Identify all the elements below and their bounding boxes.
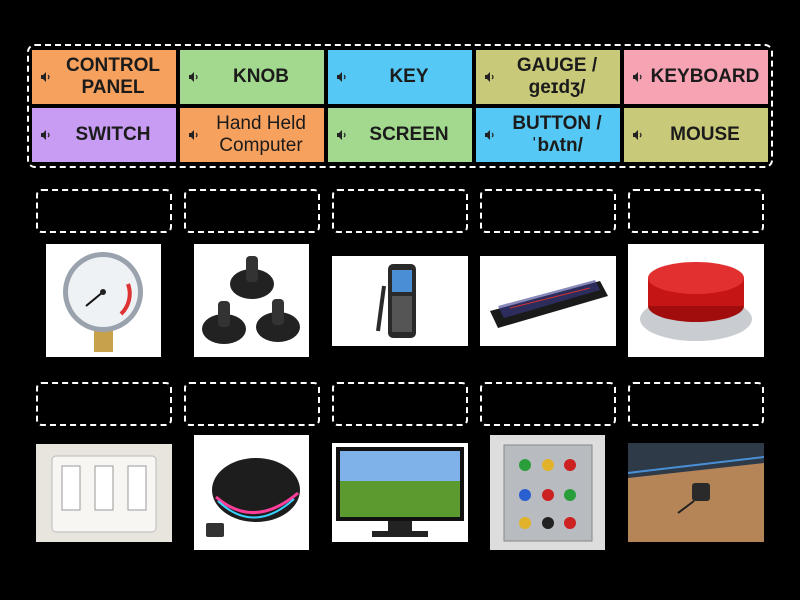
tile-label: KEYBOARD [650, 66, 760, 87]
tile-label: BUTTON /ˈbʌtn/ [512, 113, 602, 156]
light-switches-image [36, 444, 172, 542]
drop-slot-4[interactable] [480, 189, 616, 233]
tile-label: MOUSE [670, 124, 740, 145]
tile-label: KNOB [233, 66, 289, 87]
monitor-screen-image [332, 443, 468, 542]
mouse-image [194, 435, 309, 550]
tile-hand-held-computer[interactable]: Hand Held Computer [180, 108, 324, 162]
drop-slot-10[interactable] [628, 382, 764, 426]
tile-label: Hand Held Computer [216, 113, 306, 156]
drop-slot-7[interactable] [184, 382, 320, 426]
tile-label: GAUGE /ɡeɪdʒ/ [516, 55, 598, 98]
speaker-icon[interactable] [188, 71, 200, 83]
speaker-icon[interactable] [632, 129, 644, 141]
tile-label: SWITCH [75, 124, 151, 145]
tile-screen[interactable]: SCREEN [328, 108, 472, 162]
speaker-icon[interactable] [484, 129, 496, 141]
tile-label: CONTROL PANEL [66, 55, 160, 98]
drop-slot-2[interactable] [184, 189, 320, 233]
drop-slot-6[interactable] [36, 382, 172, 426]
drop-slot-3[interactable] [332, 189, 468, 233]
keyboard-image [480, 256, 616, 346]
red-button-image [628, 244, 764, 357]
tile-key[interactable]: KEY [328, 50, 472, 104]
tile-knob[interactable]: KNOB [180, 50, 324, 104]
drop-slot-9[interactable] [480, 382, 616, 426]
tile-switch[interactable]: SWITCH [32, 108, 176, 162]
speaker-icon[interactable] [188, 129, 200, 141]
speaker-icon[interactable] [336, 71, 348, 83]
tile-mouse[interactable]: MOUSE [624, 108, 768, 162]
tile-label: KEY [389, 66, 429, 87]
speaker-icon[interactable] [40, 71, 52, 83]
tile-button[interactable]: BUTTON /ˈbʌtn/ [476, 108, 620, 162]
word-bank [27, 44, 773, 168]
control-panel-image [490, 435, 605, 550]
tile-control-panel[interactable]: CONTROL PANEL [32, 50, 176, 104]
speaker-icon[interactable] [484, 71, 496, 83]
drop-slot-1[interactable] [36, 189, 172, 233]
gauge-image [46, 244, 161, 357]
drop-slot-8[interactable] [332, 382, 468, 426]
knobs-image [194, 244, 309, 357]
handheld-computer-image [332, 256, 468, 346]
tile-label: SCREEN [369, 124, 449, 145]
drop-slot-5[interactable] [628, 189, 764, 233]
speaker-icon[interactable] [336, 129, 348, 141]
speaker-icon[interactable] [632, 71, 644, 83]
key-image [628, 443, 764, 542]
speaker-icon[interactable] [40, 129, 52, 141]
tile-keyboard[interactable]: KEYBOARD [624, 50, 768, 104]
tile-gauge[interactable]: GAUGE /ɡeɪdʒ/ [476, 50, 620, 104]
